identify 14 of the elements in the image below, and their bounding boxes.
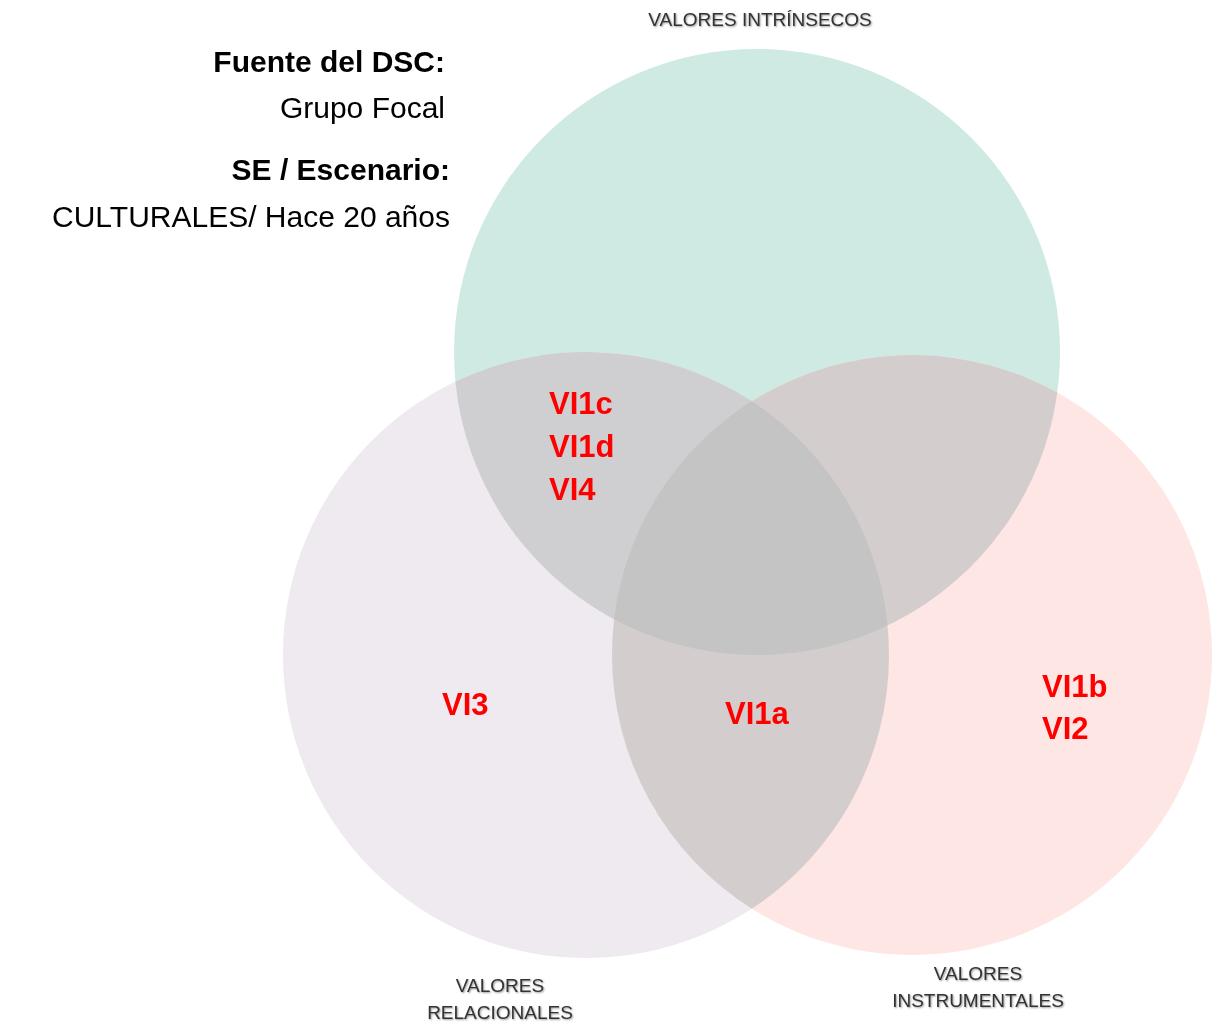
- info-text: CULTURALES/ Hace 20 años: [52, 202, 450, 232]
- region-label: VI2: [1042, 713, 1089, 744]
- region-label: VI1a: [725, 698, 789, 729]
- info-heading: SE / Escenario:: [231, 155, 450, 185]
- set-heading: VALORES INSTRUMENTALES: [891, 962, 1065, 1013]
- region-label: VI3: [442, 689, 489, 720]
- set-heading: VALORES INTRÍNSECOS: [647, 8, 873, 32]
- set-heading: VALORES RELACIONALES: [426, 974, 574, 1025]
- info-text: Grupo Focal: [279, 93, 445, 123]
- region-label: VI4: [549, 474, 596, 505]
- info-heading: Fuente del DSC:: [213, 47, 445, 77]
- region-label: VI1b: [1042, 671, 1108, 702]
- region-label: VI1c: [549, 388, 613, 419]
- region-label: VI1d: [549, 431, 615, 462]
